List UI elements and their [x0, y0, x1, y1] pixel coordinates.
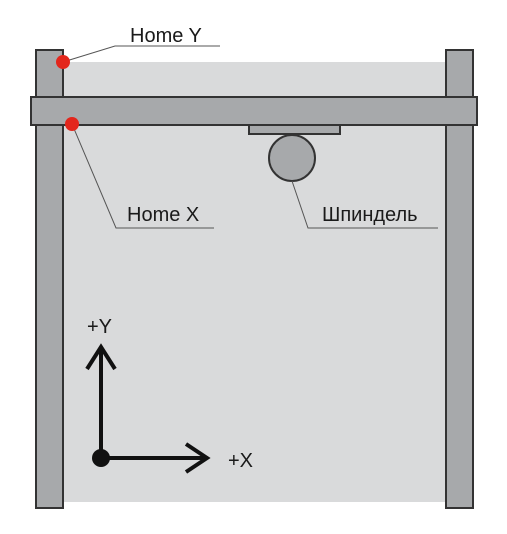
- home-y-leader: [62, 45, 220, 63]
- right-column: [445, 49, 474, 509]
- home-x-marker: [65, 117, 79, 131]
- y-arrowhead: [85, 343, 117, 371]
- x-arrowhead: [184, 442, 211, 474]
- spindle-carriage: [248, 124, 341, 135]
- work-area: [63, 62, 446, 502]
- home-x-leader: [71, 123, 214, 229]
- spindle-label: Шпиндель: [322, 204, 418, 226]
- home-y-marker: [56, 55, 70, 69]
- left-column: [35, 49, 64, 509]
- home-x-label: Home X: [127, 204, 199, 226]
- home-y-label: Home Y: [130, 25, 202, 47]
- x-axis-label: +X: [228, 450, 253, 472]
- y-axis-label: +Y: [87, 316, 112, 338]
- spindle-leader: [291, 180, 438, 229]
- spindle: [268, 134, 316, 182]
- gantry-beam: [30, 96, 478, 126]
- origin-point: [92, 449, 110, 467]
